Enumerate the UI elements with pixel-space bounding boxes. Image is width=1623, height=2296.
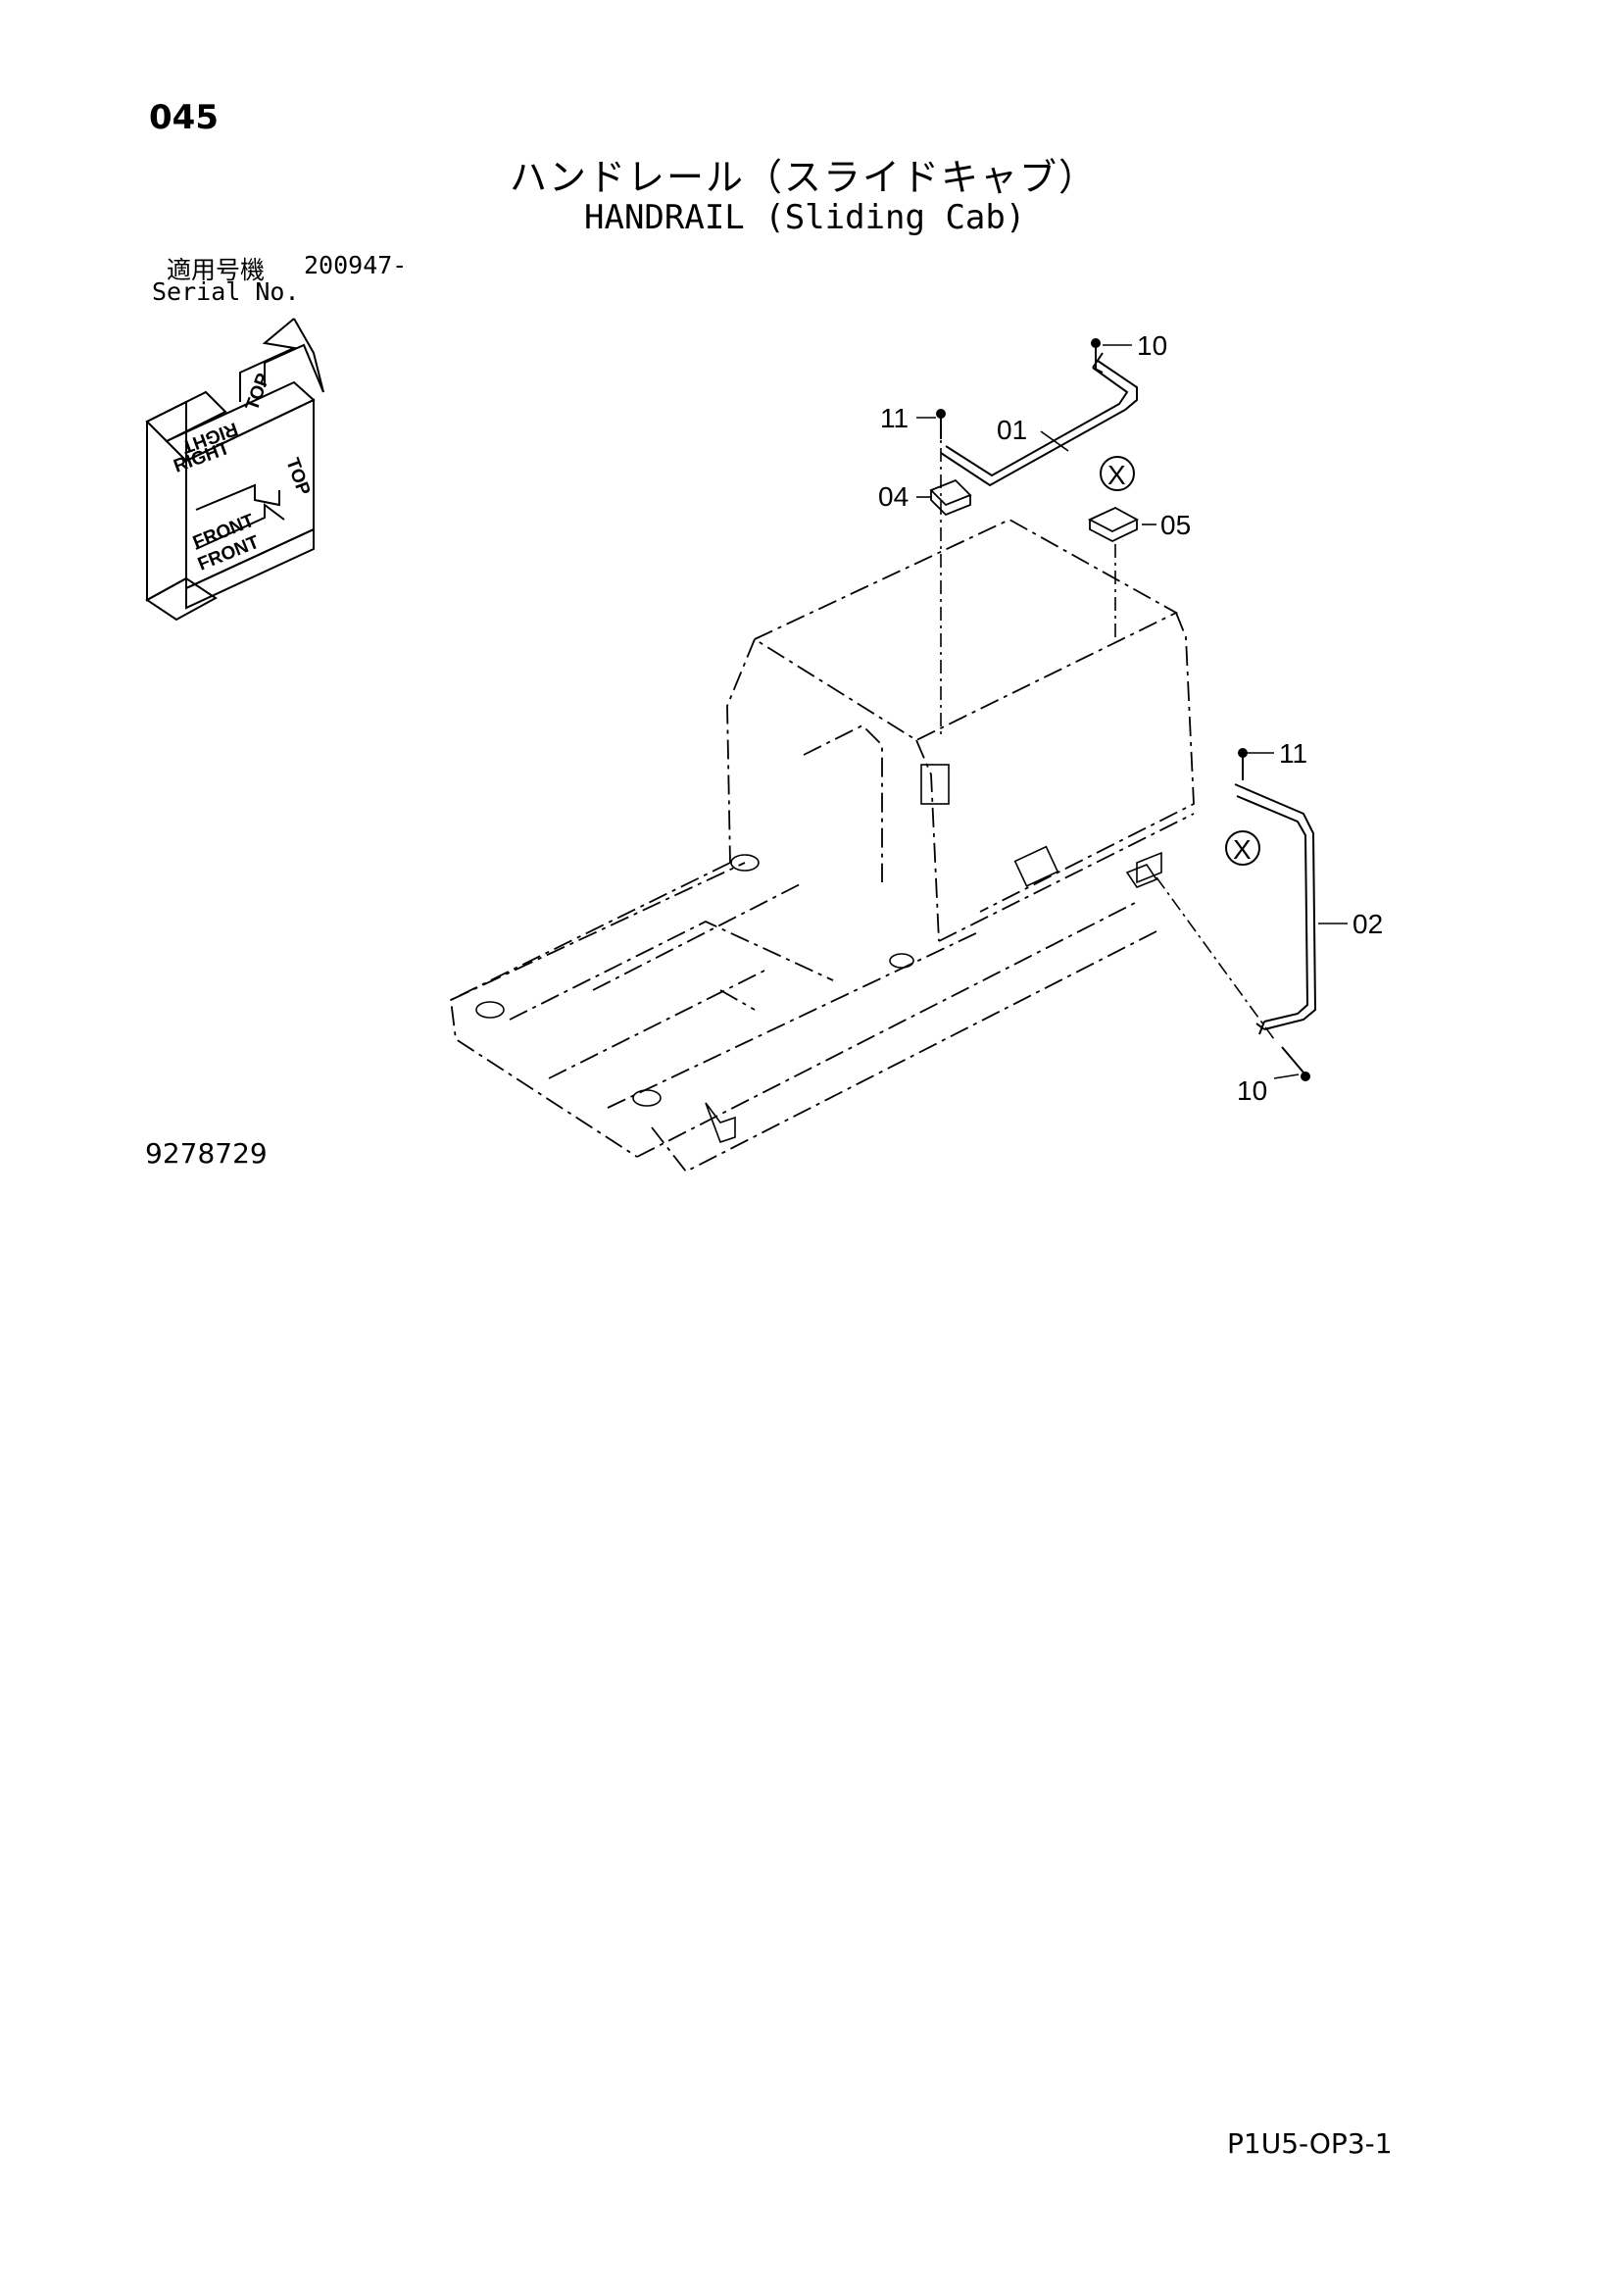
x-marker-2: X	[1225, 830, 1260, 866]
callout-01: 01	[997, 415, 1027, 445]
bracket-04	[929, 478, 972, 517]
serial-label-japanese: 適用号機	[167, 256, 266, 284]
serial-value: 200947-	[304, 251, 408, 279]
bolt-icon-10-top	[1091, 338, 1101, 369]
handrail-02	[1234, 783, 1317, 1035]
x-marker-1-label: X	[1107, 460, 1126, 490]
page-number: 045	[149, 98, 219, 137]
callout-11-right: 11	[1279, 738, 1307, 769]
callout-02: 02	[1352, 909, 1383, 939]
callout-leaders	[916, 344, 1348, 1079]
page-code: P1U5-OP3-1	[1227, 2127, 1393, 2160]
handrail-01	[940, 352, 1138, 487]
orientation-indicator: RIGHT RIGHT FRONT FRONT TOP TOP	[145, 318, 324, 622]
title-japanese: ハンドレール（スライドキャブ）	[510, 156, 1099, 199]
cab-frame-details	[475, 764, 1162, 1144]
drawing-number: 9278729	[145, 1137, 268, 1170]
callout-10-top: 10	[1137, 330, 1167, 361]
callout-11-top: 11	[880, 403, 909, 433]
serial-label-english: Serial No.	[152, 277, 300, 306]
bolt-icon-11-right	[1238, 748, 1248, 780]
bolt-icon-11-top	[936, 409, 946, 439]
orientation-label-top-b: TOP	[281, 456, 314, 499]
cab-frame-outline	[450, 518, 1195, 1173]
callout-04: 04	[878, 481, 909, 512]
orientation-label-top-a: TOP	[242, 371, 274, 414]
callout-10-bottom: 10	[1237, 1075, 1267, 1106]
leader-lines	[940, 422, 1275, 1040]
bracket-05	[1087, 506, 1139, 543]
x-marker-2-label: X	[1233, 834, 1252, 865]
bolt-icon-10-bottom	[1281, 1046, 1310, 1081]
title-english: HANDRAIL (Sliding Cab)	[584, 198, 1026, 237]
callout-05: 05	[1160, 510, 1191, 540]
x-marker-1: X	[1100, 456, 1135, 491]
